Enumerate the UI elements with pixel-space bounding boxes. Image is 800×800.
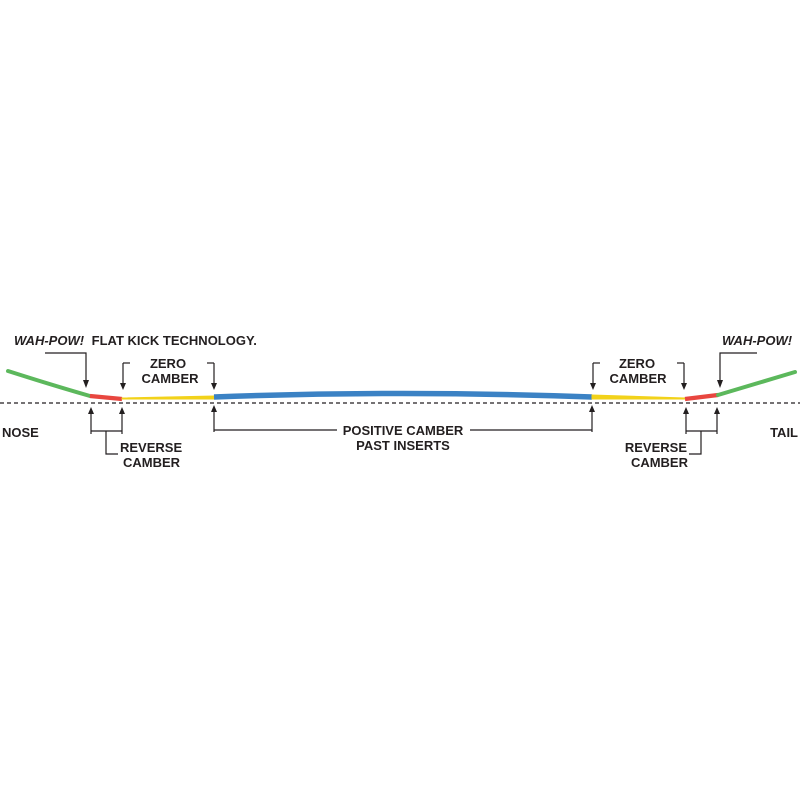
zero-camber-right-bracket [590, 362, 687, 390]
zero-camber-segment-tail [591, 394, 686, 400]
reverse-camber-segment-nose [89, 393, 123, 402]
flat-kick-leader-line [45, 352, 87, 383]
reverse-camber-right-bracket [683, 407, 720, 455]
reverse-camber-right-label: REVERSE [625, 440, 687, 455]
reverse-camber-right-label-2: CAMBER [631, 455, 689, 470]
flat-kick-label: FLAT KICK TECHNOLOGY. [92, 333, 257, 348]
positive-camber-label: POSITIVE CAMBER [343, 423, 464, 438]
wah-pow-nose-label: WAH-POW! [14, 333, 85, 348]
reverse-camber-left-bracket [88, 407, 125, 455]
positive-camber-segment [213, 390, 593, 400]
zero-camber-left-label: ZERO [150, 356, 186, 371]
zero-camber-segment-nose [121, 395, 215, 400]
reverse-camber-left-label: REVERSE [120, 440, 182, 455]
positive-camber-label-2: PAST INSERTS [356, 438, 450, 453]
zero-camber-left-bracket [120, 362, 217, 390]
zero-camber-right-label: ZERO [619, 356, 655, 371]
wah-pow-tail-label: WAH-POW! [722, 333, 793, 348]
positive-camber-bracket [211, 405, 595, 432]
nose-label: NOSE [2, 425, 39, 440]
kick-segment-nose [6, 369, 92, 398]
zero-camber-left-label-2: CAMBER [141, 371, 199, 386]
zero-camber-right-label-2: CAMBER [609, 371, 667, 386]
reverse-camber-left-label-2: CAMBER [123, 455, 181, 470]
kick-segment-tail [716, 370, 797, 397]
wah-pow-tail-leader-line [719, 352, 757, 383]
reverse-camber-segment-tail [684, 392, 719, 402]
flat-kick-arrowhead [83, 380, 89, 388]
flat-kick-callout: WAH-POW! FLAT KICK TECHNOLOGY. [14, 333, 257, 348]
wah-pow-tail-arrowhead [717, 380, 723, 388]
tail-label: TAIL [770, 425, 798, 440]
